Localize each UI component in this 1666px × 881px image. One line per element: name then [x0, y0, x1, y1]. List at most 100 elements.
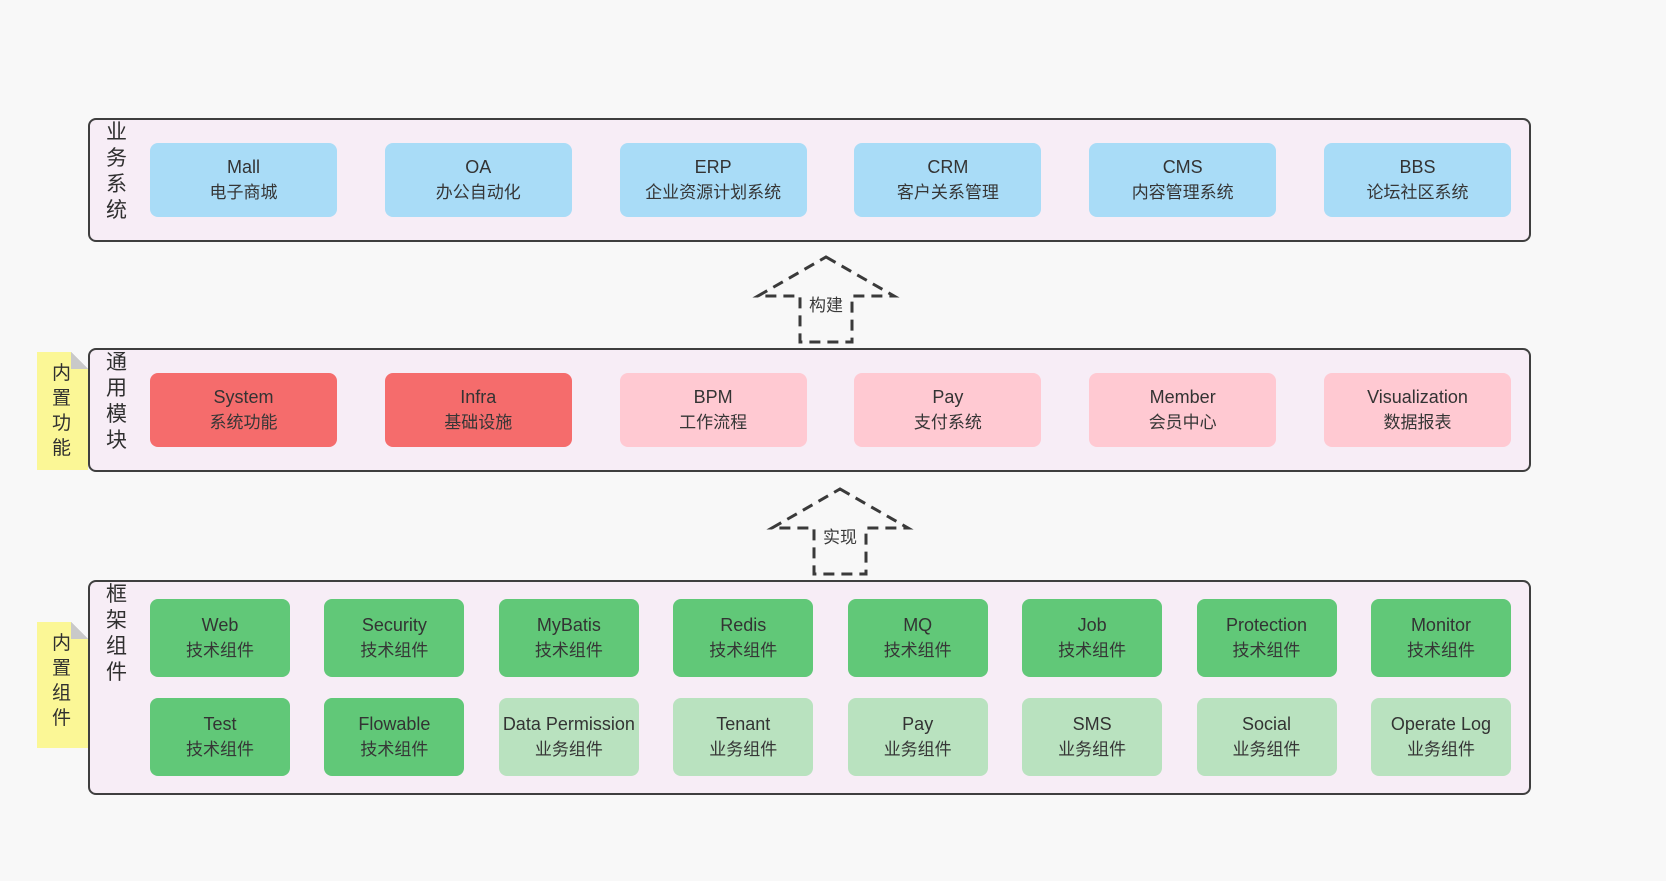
box-bbs: BBS 论坛社区系统	[1323, 143, 1511, 217]
box-title: Protection	[1226, 615, 1308, 636]
sticky-note-label: 内置组件	[52, 633, 72, 729]
box-flowable: Flowable 技术组件	[324, 698, 465, 776]
arrow-implement-label: 实现	[823, 528, 857, 547]
box-subtitle: 技术组件	[1058, 640, 1127, 660]
box-subtitle: 客户关系管理	[896, 182, 999, 202]
box-tenant: Tenant 业务组件	[673, 698, 814, 776]
box-mall: Mall 电子商城	[150, 143, 337, 217]
box-subtitle: 技术组件	[360, 640, 429, 660]
box-title: Infra	[460, 387, 497, 408]
box-title: Job	[1077, 615, 1107, 636]
box-visualization: Visualization 数据报表	[1323, 373, 1511, 447]
box-subtitle: 企业资源计划系统	[645, 182, 782, 202]
box-title: Tenant	[716, 714, 771, 735]
box-title: MQ	[903, 615, 933, 636]
box-title: OA	[465, 157, 492, 178]
box-title: Pay	[932, 387, 964, 408]
box-data-permission: Data Permission 业务组件	[498, 698, 639, 776]
box-title: Redis	[720, 615, 767, 636]
box-title: ERP	[694, 157, 732, 178]
box-subtitle: 会员中心	[1148, 412, 1217, 432]
box-title: MyBatis	[536, 615, 601, 636]
box-system: System 系统功能	[150, 373, 337, 447]
box-title: Web	[201, 615, 239, 636]
sticky-note-builtin-components: 内置组件	[37, 622, 88, 748]
box-test: Test 技术组件	[150, 698, 290, 776]
box-security: Security 技术组件	[324, 599, 465, 677]
box-title: Mall	[226, 157, 260, 178]
box-subtitle: 基础设施	[444, 412, 513, 432]
box-monitor: Monitor 技术组件	[1370, 599, 1511, 677]
box-subtitle: 技术组件	[709, 640, 778, 660]
box-subtitle: 支付系统	[913, 412, 982, 432]
box-protection: Protection 技术组件	[1196, 599, 1337, 677]
box-crm: CRM 客户关系管理	[854, 143, 1042, 217]
box-subtitle: 业务组件	[883, 739, 952, 759]
box-title: System	[213, 387, 274, 408]
business-systems-row: Mall 电子商城 OA 办公自动化 ERP 企业资源计划系统 CRM 客户关系管理 CMS 内容…	[150, 120, 1511, 240]
box-title: BPM	[693, 387, 733, 408]
layer-label-common-modules: 通用模块	[106, 351, 128, 452]
box-web: Web 技术组件	[150, 599, 290, 677]
layer-label-business-systems: 业务系统	[106, 121, 128, 222]
sticky-note-builtin-features: 内置功能	[37, 352, 88, 470]
box-subtitle: 技术组件	[360, 739, 429, 759]
box-erp: ERP 企业资源计划系统	[619, 143, 807, 217]
box-title: Visualization	[1367, 387, 1468, 408]
box-subtitle: 业务组件	[709, 739, 778, 759]
box-subtitle: 业务组件	[1232, 739, 1301, 759]
box-pay: Pay 支付系统	[854, 373, 1042, 447]
box-title: Flowable	[358, 714, 431, 735]
layer-common-modules: 通用模块 System 系统功能 Infra 基础设施 BPM 工作流程 Pay 支付系统 Me…	[88, 348, 1531, 472]
box-title: Security	[361, 615, 427, 636]
box-operate-log: Operate Log 业务组件	[1370, 698, 1511, 776]
sticky-note-label: 内置功能	[52, 363, 72, 459]
box-title: Test	[203, 714, 237, 735]
box-title: Operate Log	[1390, 714, 1491, 735]
box-title: Data Permission	[502, 714, 635, 735]
box-subtitle: 系统功能	[209, 412, 278, 432]
box-subtitle: 工作流程	[679, 412, 748, 432]
box-title: SMS	[1072, 714, 1112, 735]
box-title: Member	[1149, 387, 1216, 408]
layer-business-systems: 业务系统 Mall 电子商城 OA 办公自动化 ERP 企业资源计划系统 CRM 客户关系管理…	[88, 118, 1531, 242]
box-member: Member 会员中心	[1089, 373, 1277, 447]
box-subtitle: 技术组件	[1406, 640, 1475, 660]
box-subtitle: 技术组件	[186, 739, 254, 759]
box-subtitle: 技术组件	[883, 640, 952, 660]
box-title: CRM	[927, 157, 969, 178]
box-title: Pay	[902, 714, 934, 735]
box-title: Monitor	[1410, 615, 1471, 636]
box-subtitle: 业务组件	[1406, 739, 1475, 759]
box-oa: OA 办公自动化	[384, 143, 572, 217]
box-infra: Infra 基础设施	[384, 373, 572, 447]
box-social: Social 业务组件	[1196, 698, 1337, 776]
box-pay: Pay 业务组件	[847, 698, 988, 776]
box-subtitle: 内容管理系统	[1131, 182, 1234, 202]
box-sms: SMS 业务组件	[1022, 698, 1163, 776]
box-subtitle: 技术组件	[186, 640, 254, 660]
box-subtitle: 技术组件	[1232, 640, 1301, 660]
box-cms: CMS 内容管理系统	[1089, 143, 1277, 217]
common-modules-row: System 系统功能 Infra 基础设施 BPM 工作流程 Pay 支付系统 Member 会…	[150, 350, 1511, 470]
box-subtitle: 业务组件	[534, 739, 603, 759]
arrow-implement: 实现	[760, 486, 920, 578]
box-mq: MQ 技术组件	[847, 599, 988, 677]
box-title: CMS	[1162, 157, 1203, 178]
box-subtitle: 论坛社区系统	[1366, 182, 1469, 202]
box-title: Social	[1242, 714, 1292, 735]
box-subtitle: 数据报表	[1383, 412, 1452, 432]
box-title: BBS	[1399, 157, 1436, 178]
arrow-build: 构建	[746, 254, 906, 346]
box-subtitle: 办公自动化	[435, 182, 521, 202]
box-subtitle: 电子商城	[209, 182, 278, 202]
box-redis: Redis 技术组件	[673, 599, 814, 677]
box-bpm: BPM 工作流程	[619, 373, 807, 447]
layer-label-framework-components: 框架组件	[106, 583, 128, 684]
box-subtitle: 业务组件	[1058, 739, 1127, 759]
